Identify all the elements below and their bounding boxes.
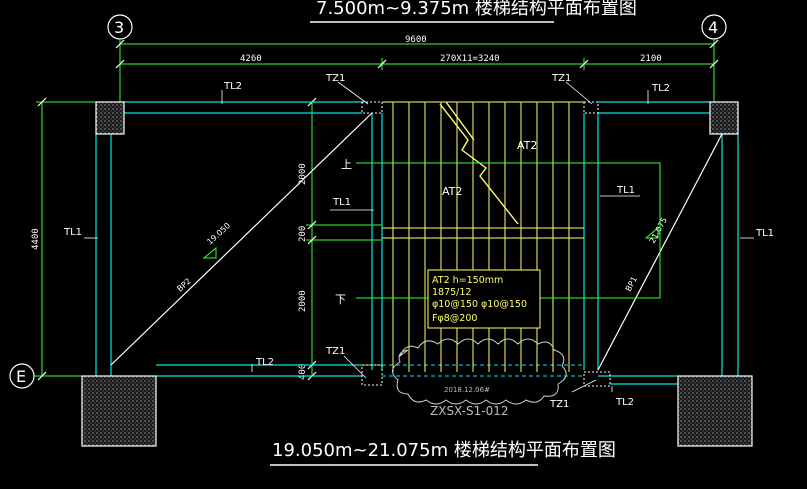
axis-3-bubble: 3: [107, 14, 133, 40]
title-top: 7.500m~9.375m 楼梯结构平面布置图: [316, 0, 637, 19]
walk-line-up: [356, 162, 661, 299]
dim-2: 200: [298, 226, 308, 242]
section-break-line: [439, 103, 519, 225]
tl2-bottom-right-label: TL2: [615, 397, 634, 408]
dimension-ticks-top: [115, 39, 719, 69]
level-marker-bp1: [644, 226, 659, 239]
tz1-top-left-label: TZ1: [325, 73, 345, 84]
tl1-mid-right-label: TL1: [616, 185, 635, 196]
stair-note-line4: Fφ8@200: [432, 313, 477, 324]
dashed-beams: [382, 101, 710, 377]
bp1-label: BP1: [624, 275, 639, 293]
dim-4: 400: [298, 364, 308, 380]
revision-ref: ZXSX-S1-012: [430, 404, 509, 418]
dim-total-width: 9600: [405, 35, 427, 45]
tz1-posts: [361, 101, 611, 387]
title-bottom: 19.050m~21.075m 楼梯结构平面布置图: [272, 440, 616, 461]
column-top-left: [95, 101, 125, 135]
tl1-left-label: TL1: [63, 227, 82, 238]
column-bottom-left: [81, 375, 157, 447]
stair-note-box: [427, 269, 541, 329]
dim-left-span: 4260: [240, 54, 262, 64]
axis-lines: [34, 39, 715, 377]
stair-note-line2: 1875/12: [432, 287, 471, 298]
column-top-right: [709, 101, 739, 135]
revision-stamp: 2018.12.06#: [444, 386, 490, 394]
slab-diagonals: [110, 112, 723, 371]
tz1-bottom-left-label: TZ1: [325, 346, 345, 357]
dimension-ticks-left: [37, 97, 47, 381]
at2-upper-label: AT2: [517, 139, 537, 152]
dim-height-total: 4400: [31, 228, 41, 250]
axis-e-label: E: [16, 367, 26, 386]
dim-3: 2000: [298, 290, 308, 312]
axis-4-bubble: 4: [701, 14, 727, 40]
tz1-bottom-right-label: TZ1: [549, 399, 569, 410]
tl1-right-label: TL1: [755, 228, 774, 239]
column-bottom-right: [677, 375, 753, 447]
tl1-mid-left-label: TL1: [332, 197, 351, 208]
dim-middle-span: 270X11=3240: [440, 54, 500, 64]
at2-lower-label: AT2: [442, 185, 462, 198]
bp2-label: BP2: [175, 276, 192, 293]
axis-4-label: 4: [708, 18, 718, 37]
level-marker-bp2: [202, 246, 217, 259]
revision-cloud: [392, 338, 567, 405]
dim-1: 2000: [298, 163, 308, 185]
dimension-chain-inner: [306, 102, 382, 376]
tl2-right-label: TL2: [651, 83, 670, 94]
dimension-line-left: [36, 101, 96, 376]
axis-e-bubble: E: [9, 363, 35, 389]
section-break-line-2: [445, 101, 475, 141]
stair-treads: [382, 101, 584, 372]
bp2-level: 19.050: [205, 221, 232, 246]
axis-3-label: 3: [114, 18, 124, 37]
down-label: 下: [335, 293, 346, 306]
stair-note-line3: φ10@150 φ10@150: [432, 299, 527, 310]
tz1-top-right-label: TZ1: [551, 73, 571, 84]
beam-outlines: [95, 101, 739, 385]
tl2-bottom-left-label: TL2: [255, 357, 274, 368]
dim-right-span: 2100: [640, 54, 662, 64]
up-label: 上: [341, 158, 352, 171]
leader-lines: [84, 81, 754, 393]
stair-note-line1: AT2 h=150mm: [432, 275, 503, 286]
tl2-left-label: TL2: [223, 81, 242, 92]
